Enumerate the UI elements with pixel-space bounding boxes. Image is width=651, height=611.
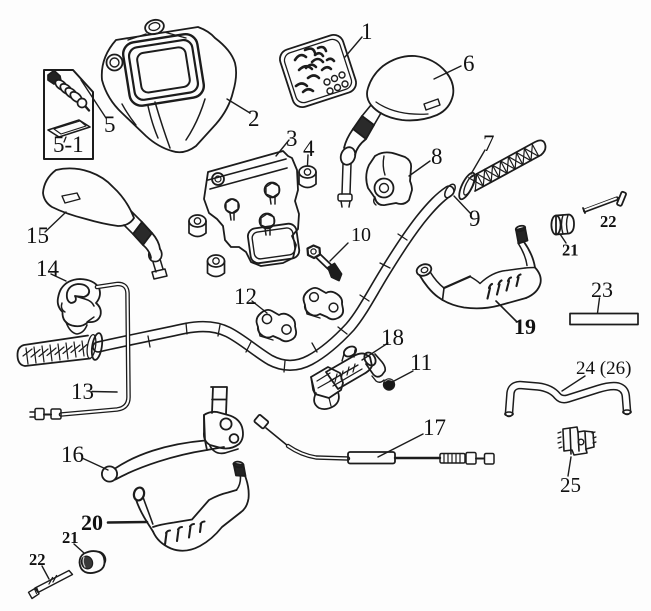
svg-text:6: 6 [463,51,475,76]
svg-text:25: 25 [560,473,581,497]
svg-text:10: 10 [351,224,371,246]
svg-text:13: 13 [71,379,94,404]
svg-text:1: 1 [361,19,373,44]
svg-text:17: 17 [423,415,446,440]
svg-text:8: 8 [431,144,443,169]
svg-text:3: 3 [286,126,298,151]
svg-text:2: 2 [248,106,260,131]
svg-text:21: 21 [562,241,579,260]
svg-text:18: 18 [381,325,404,350]
svg-text:15: 15 [26,223,49,248]
svg-text:5-1: 5-1 [53,132,84,157]
svg-text:16: 16 [61,442,84,467]
svg-text:22: 22 [29,550,46,569]
svg-text:7: 7 [483,131,495,156]
svg-text:14: 14 [36,256,60,281]
svg-text:24 (26): 24 (26) [576,358,631,379]
svg-text:5: 5 [104,112,116,137]
svg-text:23: 23 [591,277,613,302]
svg-text:21: 21 [62,528,79,547]
svg-text:20: 20 [81,510,103,535]
svg-text:9: 9 [469,206,481,231]
svg-text:11: 11 [410,350,432,375]
svg-text:19: 19 [514,314,536,339]
svg-text:22: 22 [600,212,617,231]
svg-text:12: 12 [234,284,257,309]
svg-text:4: 4 [303,136,315,161]
